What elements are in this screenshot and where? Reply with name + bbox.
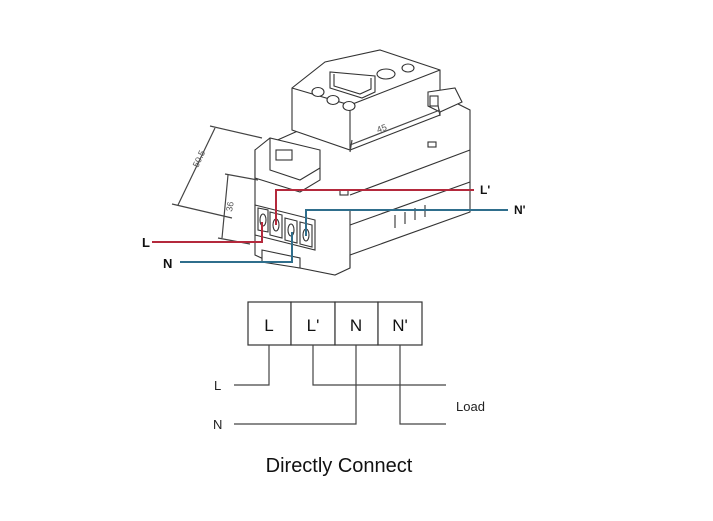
schematic-neutral-input	[234, 345, 357, 425]
meter-device-illustration	[254, 49, 471, 276]
dimension-lines	[171, 104, 441, 245]
dimension-height-total: 50.5	[191, 149, 207, 169]
dimension-height-terminal: 36	[224, 201, 236, 213]
schematic-wiring	[234, 345, 446, 425]
wire-label-l-in: L	[142, 235, 150, 250]
terminal-label: L'	[307, 316, 320, 335]
wire-l-in	[152, 222, 263, 243]
wire-label-l-out: L'	[480, 183, 490, 197]
terminal-box-l-prime	[290, 301, 336, 346]
terminal-block: L L' N N'	[247, 301, 423, 346]
terminal-label: L	[264, 316, 273, 335]
terminal-screws	[254, 204, 316, 251]
schematic-neutral-to-load	[399, 345, 446, 425]
line-wires	[152, 189, 474, 243]
wire-label-n-in: N	[163, 256, 172, 271]
terminal-box-l	[247, 301, 292, 346]
wire-n-in	[180, 232, 293, 263]
wire-l-out	[275, 189, 474, 225]
terminal-box-n-prime	[377, 301, 423, 346]
schematic-line-to-load	[312, 345, 446, 386]
dimension-width: 45	[375, 122, 388, 135]
schematic-line-input	[234, 345, 270, 386]
terminal-label: N	[350, 316, 362, 335]
wire-label-n-out: N'	[514, 203, 526, 217]
caption: Directly Connect	[266, 455, 413, 477]
schematic-label-n: N	[213, 417, 222, 432]
terminal-label: N'	[392, 316, 408, 335]
terminal-box-n	[334, 301, 379, 346]
neutral-wires	[180, 209, 508, 263]
load-label: Load	[456, 399, 485, 414]
wire-n-out	[305, 209, 508, 236]
schematic-label-l: L	[214, 378, 221, 393]
